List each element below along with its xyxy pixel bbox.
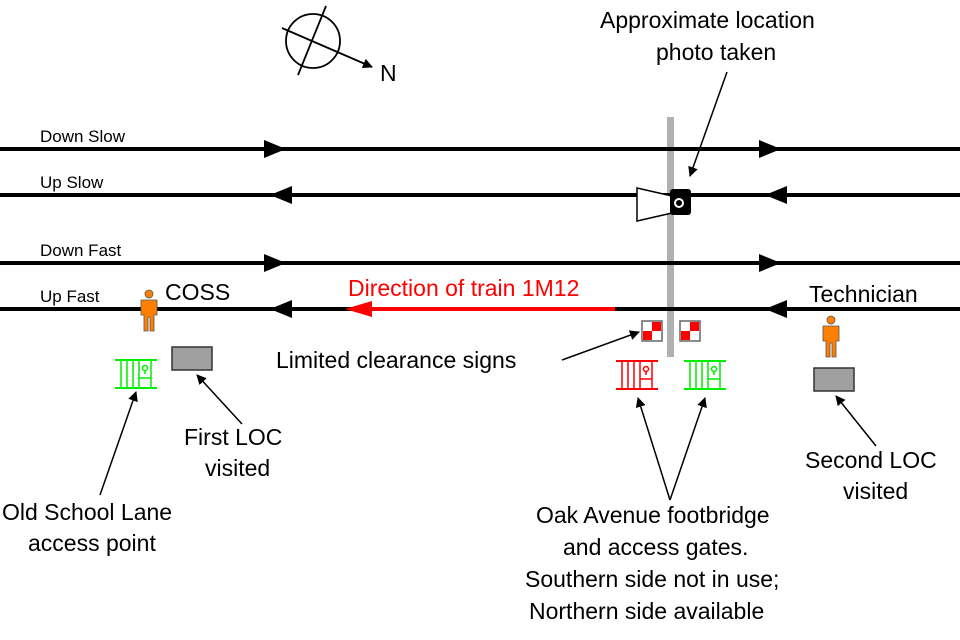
track-direction-arrow-icon [264, 254, 286, 272]
oak-avenue-south-gate-icon [615, 360, 659, 390]
track-direction-arrow-icon [765, 186, 787, 204]
clearance-sign-icon [641, 320, 663, 342]
first-loc-pointer-arrow [196, 374, 243, 425]
old-school-label: Old School Lane access point [2, 499, 178, 556]
track-direction-arrow-icon [264, 140, 286, 158]
train-direction-label: Direction of train 1M12 [348, 275, 579, 301]
track-direction-arrow-icon [759, 254, 781, 272]
compass-north-label: N [380, 60, 397, 86]
technician-person-icon [822, 315, 840, 358]
photo-pointer-arrow [688, 71, 728, 177]
compass-icon: N [281, 5, 397, 86]
coss-label: COSS [165, 279, 230, 305]
train-direction-arrow [345, 301, 615, 317]
clearance-signs-label: Limited clearance signs [276, 347, 516, 373]
footbridge [667, 117, 674, 357]
first-loc-label: First LOC visited [184, 424, 289, 481]
clearance-pointer-arrow [561, 330, 640, 361]
track-label-up-slow: Up Slow [40, 173, 104, 192]
photo-label-line1: Approximate location [600, 7, 815, 33]
oak-avenue-north-gate-icon [683, 360, 727, 390]
clearance-sign-icon [679, 320, 701, 342]
oak-north-pointer-arrow [669, 397, 707, 501]
old-school-gate-icon [114, 359, 158, 389]
camera-icon [636, 187, 691, 222]
oak-avenue-label: Oak Avenue footbridge and access gates. … [525, 502, 786, 624]
second-loc-pointer-arrow [835, 395, 877, 447]
first-loc-box [171, 346, 213, 371]
track-label-down-slow: Down Slow [40, 127, 126, 146]
coss-person-icon [140, 289, 158, 332]
old-school-pointer-arrow [99, 391, 138, 496]
track-label-up-fast: Up Fast [40, 287, 100, 306]
second-loc-label: Second LOC visited [805, 447, 943, 504]
track-direction-arrow-icon [270, 186, 292, 204]
oak-south-pointer-arrow [635, 397, 671, 501]
second-loc-box [813, 367, 855, 392]
track-direction-arrow-icon [759, 140, 781, 158]
photo-label-line2: photo taken [656, 39, 776, 65]
track-label-down-fast: Down Fast [40, 241, 122, 260]
track-direction-arrow-icon [270, 300, 292, 318]
track-direction-arrow-icon [765, 300, 787, 318]
technician-label: Technician [809, 281, 918, 307]
